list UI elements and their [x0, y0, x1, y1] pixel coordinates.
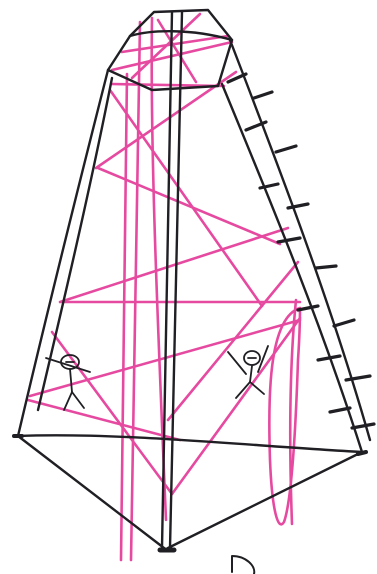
tick-mark [316, 266, 336, 268]
tick-mark [276, 146, 296, 152]
pink-diagonal-mid-1 [110, 90, 262, 306]
tick-mark-group [228, 74, 374, 428]
tick-mark [298, 306, 318, 310]
base-corner-right-dot [358, 452, 366, 454]
black-frame-group [14, 10, 370, 550]
stick-figure-leg-right [72, 392, 84, 408]
base-right-line [168, 452, 362, 548]
tick-mark [278, 238, 300, 242]
stick-figure-leg-left [64, 392, 72, 410]
pink-band-line-4 [172, 318, 300, 494]
tick-mark [346, 376, 370, 380]
stick-figure-body [250, 366, 252, 382]
tick-mark [352, 424, 374, 428]
tick-mark [318, 356, 340, 360]
central-rod-right-line [170, 12, 182, 548]
stick-figure-body [70, 369, 72, 392]
central-rod-left-line [162, 12, 172, 548]
pink-diagonal-mid-2 [60, 228, 288, 302]
stick-figure-leg-right [250, 382, 264, 394]
pink-band-line-2 [28, 400, 180, 440]
pink-diagonal-mid-4 [168, 262, 298, 420]
base-front-line [18, 435, 362, 452]
stick-figure-left [46, 355, 90, 410]
tick-mark [254, 92, 272, 98]
stick-figure-arms [46, 358, 90, 372]
left-edge-inner-line [38, 78, 112, 410]
pink-band-line-3 [52, 332, 172, 494]
tick-mark [330, 408, 350, 412]
partial-letter-mark [232, 556, 254, 574]
tick-mark [334, 320, 354, 326]
left-edge-line [18, 70, 108, 436]
pink-vertical-thin-line [131, 22, 140, 560]
